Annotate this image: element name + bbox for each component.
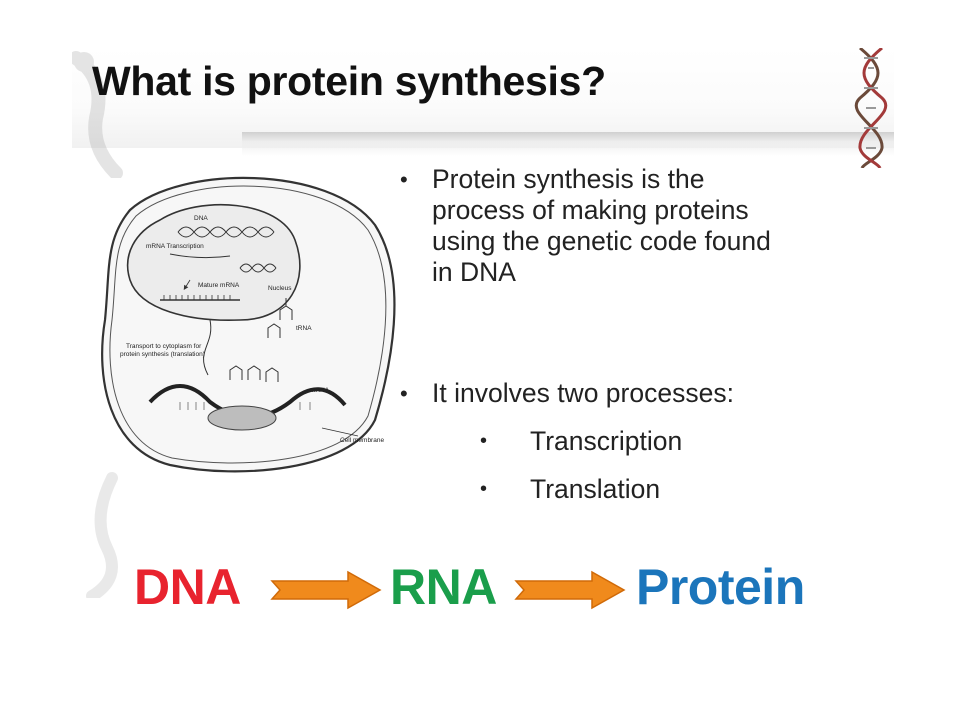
slide-title: What is protein synthesis?	[92, 58, 606, 104]
slide: What is protein synthesis?	[72, 48, 894, 624]
bullet-glyph: •	[400, 381, 408, 406]
background-figure-icon	[72, 51, 123, 178]
trna-shapes	[229, 298, 293, 382]
background-figure-icon	[86, 472, 118, 598]
label-nucleus: Nucleus	[268, 285, 292, 292]
flow-step-dna: DNA	[134, 559, 241, 615]
label-mrna: mRNA	[310, 387, 330, 394]
bullet-glyph: •	[480, 478, 488, 500]
bullet-line: in DNA	[432, 257, 516, 287]
dna-strand	[177, 226, 277, 273]
bullet-glyph: •	[480, 430, 488, 452]
label-mature-mrna: Mature mRNA	[198, 282, 240, 289]
flow-step-rna: RNA	[390, 559, 497, 615]
title-band	[72, 48, 894, 148]
arrow-right-icon	[270, 570, 382, 610]
dna-helix-icon	[854, 48, 888, 168]
bullet-glyph: •	[400, 167, 408, 192]
bullet-text: It involves two processes:	[432, 378, 734, 408]
label-transport-2: protein synthesis (translation)	[120, 351, 205, 358]
label-transport: Transport to cytoplasm for	[126, 343, 202, 350]
bullet-line: Protein synthesis is the	[432, 164, 705, 194]
sub-bullet-text: Transcription	[530, 426, 683, 456]
title-underline	[242, 132, 894, 156]
sub-bullet-text: Translation	[530, 474, 661, 504]
label-dna: DNA	[194, 215, 208, 222]
label-mrna-transcription: mRNA Transcription	[146, 243, 204, 250]
arrow-right-icon	[514, 570, 626, 610]
bullet-text: Protein synthesis is the process of maki…	[432, 164, 872, 288]
flow-step-protein: Protein	[636, 559, 805, 615]
label-trna: tRNA	[296, 325, 312, 332]
label-cell-membrane: Cell membrane	[340, 437, 384, 444]
central-dogma-flow: DNA RNA Protein	[134, 558, 874, 622]
bullet-line: using the genetic code found	[432, 226, 771, 256]
cell-diagram: DNA mRNA Transcription Mature mRNA Nucle…	[101, 176, 396, 473]
bullet-line: process of making proteins	[432, 195, 749, 225]
